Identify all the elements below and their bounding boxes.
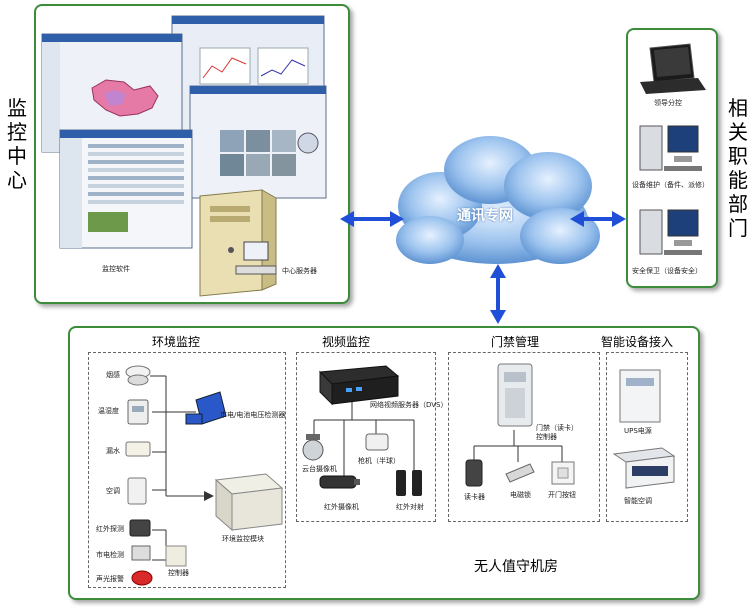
access-controller-label: 门禁（读卡）控制器 — [536, 424, 578, 441]
video-title: 视频监控 — [322, 335, 371, 349]
env-host-icon — [214, 473, 284, 532]
dome-camera-label: 枪机（半球） — [358, 457, 400, 465]
dome-camera-icon — [365, 433, 389, 451]
exit-button-label: 开门按钮 — [548, 491, 576, 499]
env-host-label: 环境监控模块 — [222, 535, 264, 543]
dvs-label: 网络视频服务器（DVS） — [370, 401, 448, 409]
software-screen-mid — [189, 85, 327, 199]
mains-detector-icon — [131, 545, 151, 561]
infrared-label: 红外探测 — [96, 525, 124, 533]
dvs-icon — [318, 365, 400, 406]
env-title: 环境监控 — [152, 335, 201, 349]
mag-lock-icon — [505, 463, 535, 483]
ups-icon — [619, 369, 661, 423]
sensor-ac-label: 空调 — [106, 487, 120, 495]
mag-lock-label: 电磁锁 — [510, 491, 531, 499]
desktop-pc-icon-2 — [639, 209, 702, 255]
thermo-hygro-icon — [127, 399, 149, 425]
voltage-detector-icon — [185, 391, 227, 425]
ptz-camera-label: 云台摄像机 — [302, 465, 337, 473]
video-box — [296, 352, 436, 522]
dept-item-2: 设备维护（备件、派修） — [632, 181, 709, 189]
access-title: 门禁管理 — [491, 335, 540, 349]
smart-aircon-label: 智能空调 — [624, 497, 652, 505]
machine-room-label: 无人值守机房 — [474, 559, 558, 575]
desktop-pc-icon — [639, 125, 702, 171]
env-box — [88, 352, 286, 588]
infrared-detector-icon — [129, 519, 151, 537]
aircon-sensor-icon — [127, 477, 147, 505]
sensor-smoke-label: 烟感 — [106, 371, 120, 379]
sensor-temp-label: 温湿度 — [98, 407, 119, 415]
software-label: 监控软件 — [102, 265, 130, 273]
infrared-beam-icon — [396, 470, 422, 496]
infrared-camera-icon — [319, 475, 360, 489]
smart-title: 智能设备接入 — [601, 335, 674, 349]
ptz-camera-icon — [302, 434, 324, 461]
env-wiring — [150, 375, 206, 561]
voltage-detector-label: 市电/电池电压检测器 — [220, 411, 286, 419]
infrared-beam-label: 红外对射 — [396, 503, 424, 511]
card-reader-label: 读卡器 — [464, 493, 485, 501]
exit-button-icon — [551, 461, 575, 485]
access-controller-icon — [497, 363, 533, 427]
dept-item-1: 领导分控 — [654, 99, 682, 107]
ups-label: UPS电源 — [624, 427, 652, 435]
controller-icon — [165, 545, 187, 567]
card-reader-icon — [465, 459, 483, 487]
alarm-icon — [131, 570, 153, 586]
software-screen-front — [59, 129, 193, 249]
monitoring-center-label: 监控中心 — [7, 96, 27, 192]
workstation-icon — [235, 241, 277, 275]
server-label: 中心服务器 — [282, 267, 317, 275]
access-box — [448, 352, 600, 522]
water-leak-icon — [125, 441, 151, 457]
controller-label: 控制器 — [168, 569, 189, 577]
arrow-cloud-room — [490, 264, 506, 324]
smart-box — [606, 352, 688, 522]
departments-label: 相关职能部门 — [728, 96, 748, 240]
alarm-label: 声光报警 — [96, 575, 124, 583]
network-label: 通讯专网 — [457, 208, 513, 224]
laptop-icon — [640, 43, 706, 94]
dept-item-3: 安全保卫（设备安全） — [632, 267, 702, 275]
infrared-camera-label: 红外摄像机 — [324, 503, 359, 511]
sensor-water-label: 漏水 — [106, 447, 120, 455]
smart-aircon-icon — [612, 447, 676, 489]
smoke-detector-icon — [125, 365, 151, 386]
arrow-env-host — [204, 491, 214, 501]
arrow-cloud-departments — [570, 211, 626, 227]
arrow-center-cloud — [340, 211, 404, 227]
access-wiring — [473, 430, 563, 462]
mains-label: 市电检测 — [96, 551, 124, 559]
